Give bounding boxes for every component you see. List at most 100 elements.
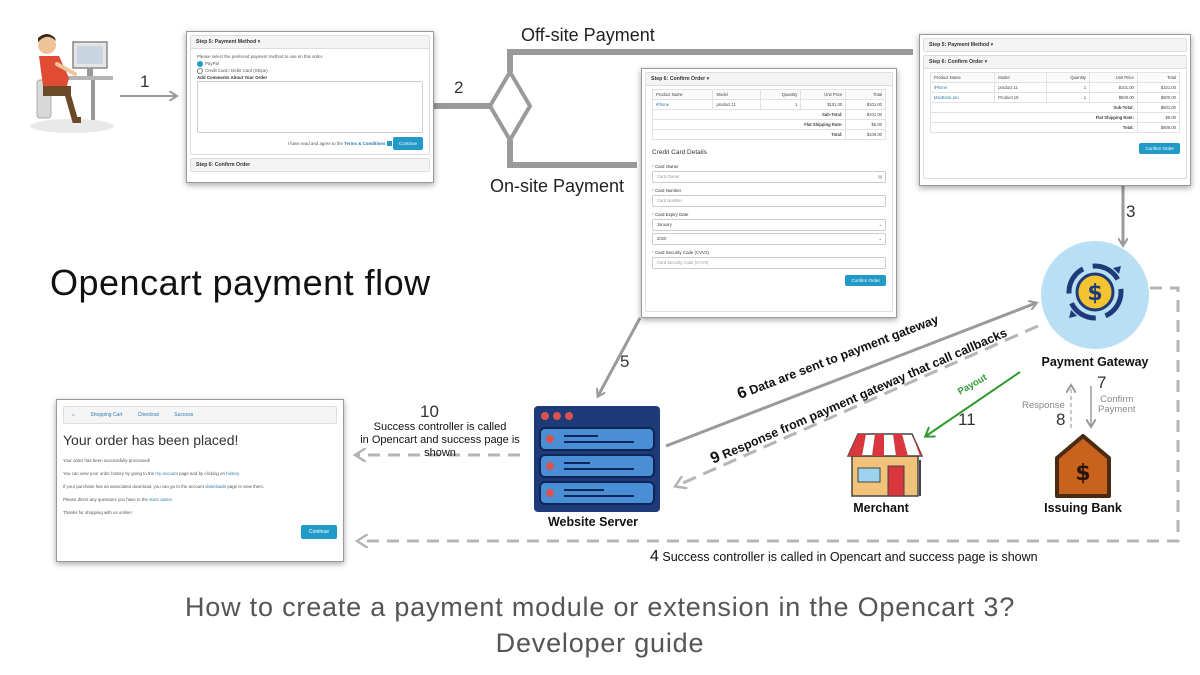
step-number-2: 2 — [454, 78, 464, 97]
col-total: Total — [1136, 72, 1181, 83]
success-10-label: Success controller is called in Opencart… — [360, 421, 520, 459]
step-number-1: 1 — [140, 72, 150, 91]
customer-at-computer-icon — [30, 34, 114, 133]
cell-unit: $101.00 — [800, 99, 847, 110]
cell-model: Product 16 — [994, 92, 1048, 103]
chevron-down-icon: ⌄ — [878, 236, 882, 241]
owner-placeholder: Card Owner — [657, 174, 680, 179]
step-number-5: 5 — [620, 352, 630, 371]
bank-label: Issuing Bank — [1044, 501, 1122, 515]
col-unit: Unit Price — [800, 89, 847, 100]
confirm-order-button[interactable]: Confirm Order — [845, 275, 886, 286]
downloads-link[interactable]: downloads — [205, 484, 227, 489]
cell-product[interactable]: MacBook pro — [929, 92, 996, 103]
decision-diamond — [487, 68, 533, 144]
offsite-confirm-button[interactable]: Confirm Order — [1139, 143, 1180, 154]
arrow-step-4 — [358, 286, 1180, 541]
server-label: Website Server — [547, 515, 639, 529]
cell-qty: 1 — [1046, 92, 1091, 103]
offsite-step5-header[interactable]: Step 5: Payment Method ▾ — [924, 39, 1186, 51]
cvv-placeholder: Card Security Code (CVV2) — [657, 260, 709, 265]
col-qty: Quantity — [1046, 72, 1091, 83]
table-row: iPhone product 11 1 $101.00 $101.00 — [651, 99, 886, 110]
crumb-checkout[interactable]: Checkout — [137, 412, 159, 418]
onsite-branch-line — [507, 140, 637, 168]
card-radio[interactable] — [197, 67, 203, 74]
crumb-success[interactable]: Success — [174, 412, 194, 418]
home-icon[interactable]: ⌂ — [72, 412, 76, 418]
step5-header: Step 5: Payment Method ▾ — [191, 36, 429, 49]
cell-qty: 1 — [1046, 82, 1091, 93]
onsite-header[interactable]: Step 6: Confirm Order ▾ — [646, 73, 892, 86]
expiry-year-select[interactable]: 2020 ⌄ — [652, 233, 886, 245]
success-4-label: Success controller is called in Opencart… — [662, 550, 1038, 564]
cell-unit: $500.00 — [1089, 92, 1138, 103]
subtotal-value: $101.00 — [845, 109, 886, 120]
crumb-cart[interactable]: Shopping Cart — [90, 412, 123, 418]
cvv-input[interactable]: Card Security Code (CVV2) — [652, 257, 886, 269]
table-row: MacBook pro Product 16 1 $500.00 $500.00 — [929, 92, 1181, 103]
col-product: Product Name — [929, 72, 996, 83]
success-continue-button[interactable]: Continue — [300, 525, 337, 539]
year-value: 2020 — [657, 236, 667, 241]
col-qty: Quantity — [759, 89, 802, 100]
expiry-month-select[interactable]: January ⌄ — [652, 219, 886, 231]
success-page-screenshot: ⌂ Shopping Cart Checkout Success Your or… — [56, 399, 344, 562]
website-server-icon — [534, 406, 660, 512]
month-value: January — [657, 222, 672, 227]
my-account-link[interactable]: my account — [155, 471, 178, 476]
footer-line-2: Developer guide — [495, 628, 705, 658]
cell-product[interactable]: iPhone — [651, 99, 714, 110]
store-owner-link[interactable]: store owner — [149, 497, 172, 502]
continue-button[interactable]: Continue — [392, 137, 423, 150]
cell-total: $500.00 — [1136, 92, 1181, 103]
footer-line-1: How to create a payment module or extens… — [184, 592, 1016, 622]
cell-model: product 11 — [994, 82, 1048, 93]
paypal-radio[interactable] — [197, 60, 203, 67]
table-row: iPhone product 11 1 $101.00 $101.00 — [929, 82, 1181, 93]
terms-link[interactable]: Terms & Conditions — [344, 141, 386, 146]
number-placeholder: Card Number — [657, 198, 683, 203]
col-unit: Unit Price — [1089, 72, 1138, 83]
comments-textarea[interactable] — [197, 81, 423, 133]
step-number-4: 4 — [650, 548, 659, 565]
arrow-step-5 — [598, 317, 642, 396]
cell-model: product 11 — [712, 99, 761, 110]
payment-intro: Please select the preferred payment meth… — [197, 54, 324, 59]
step-number-8: 8 — [1056, 410, 1066, 429]
card-number-input[interactable]: Card Number — [652, 195, 886, 207]
payment-gateway-icon: $ — [1041, 241, 1149, 349]
col-product: Product Name — [651, 89, 714, 100]
cvv-label: Card Security Code (CVV2) — [654, 250, 709, 255]
breadcrumb: ⌂ Shopping Cart Checkout Success — [63, 406, 337, 424]
offsite-step6-header[interactable]: Step 6: Confirm Order ▾ — [924, 56, 1186, 69]
shipping-label: Flat Shipping Rate: — [930, 112, 1138, 123]
total-value: $606.00 — [1136, 122, 1181, 133]
offsite-order-table: Product Name Model Quantity Unit Price T… — [929, 72, 1181, 133]
cell-qty: 1 — [759, 99, 802, 110]
step-number-11: 11 — [958, 410, 976, 429]
col-model: Model — [712, 89, 761, 100]
step6-header[interactable]: Step 6: Confirm Order — [191, 159, 429, 171]
merchant-store-icon — [846, 433, 924, 497]
agree-text: I have read and agree to the — [287, 141, 343, 146]
arrow-step-6 — [665, 303, 1036, 448]
total-value: $106.00 — [845, 129, 886, 140]
card-owner-input[interactable]: Card Owner▤ — [652, 171, 886, 183]
cell-total: $101.00 — [1136, 82, 1181, 93]
cell-product[interactable]: iPhone — [929, 82, 996, 93]
offsite-confirm-screenshot: Step 5: Payment Method ▾ Step 6: Confirm… — [919, 34, 1191, 186]
p3-text-b: page to view them. — [227, 484, 265, 489]
gateway-label: Payment Gateway — [1041, 355, 1149, 369]
col-total: Total — [845, 89, 886, 100]
shipping-label: Flat Shipping Rate: — [651, 119, 847, 130]
chevron-down-icon: ⌄ — [878, 222, 882, 227]
agree-checkbox[interactable] — [386, 141, 392, 147]
payment-method-screenshot: Step 5: Payment Method ▾ Please select t… — [186, 31, 434, 183]
onsite-order-table: Product Name Model Quantity Unit Price T… — [651, 89, 886, 140]
response-small-label: Response — [1022, 400, 1065, 411]
history-link[interactable]: history — [226, 471, 239, 476]
subtotal-label: Sub-Total: — [651, 109, 847, 120]
success-heading: Your order has been placed! — [63, 432, 239, 448]
